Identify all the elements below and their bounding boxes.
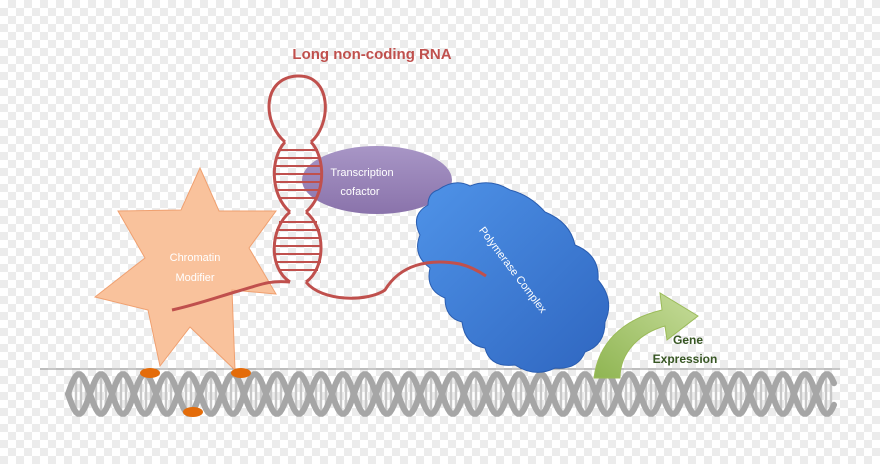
lncrna-strand (171, 74, 487, 312)
dna-strand (65, 371, 837, 417)
rna-top-loop (267, 74, 327, 144)
gene-expression-label-line2: Expression (653, 352, 718, 366)
gene-expression-label-line1: Gene (673, 333, 703, 347)
gene-expression-arrow (593, 292, 699, 379)
binding-site-right (231, 368, 251, 378)
dna-helix (65, 371, 837, 417)
rna-tail-to-polymerase (304, 260, 487, 300)
rna-base-pairs (274, 149, 322, 271)
polymerase-complex-cloud (415, 182, 610, 373)
rna-tail-to-modifier (171, 280, 291, 312)
transcription-cofactor-label-line1: Transcription (330, 167, 393, 179)
rna-stem-left-upper (272, 140, 292, 214)
binding-site-bottom (183, 407, 203, 417)
rna-stem-left-lower (272, 210, 292, 284)
transcription-cofactor-ellipse (302, 146, 452, 214)
diagram-title: Long non-coding RNA (292, 46, 451, 63)
binding-site-left (140, 368, 160, 378)
rna-stem-right-upper (304, 140, 324, 214)
transcription-cofactor-label-line2: cofactor (340, 186, 379, 198)
chromatin-modifier-star (93, 166, 277, 372)
rna-stem-right-lower (304, 210, 323, 284)
chromatin-modifier-label-line1: Chromatin (170, 252, 221, 264)
chromatin-modifier-label-line2: Modifier (175, 272, 214, 284)
